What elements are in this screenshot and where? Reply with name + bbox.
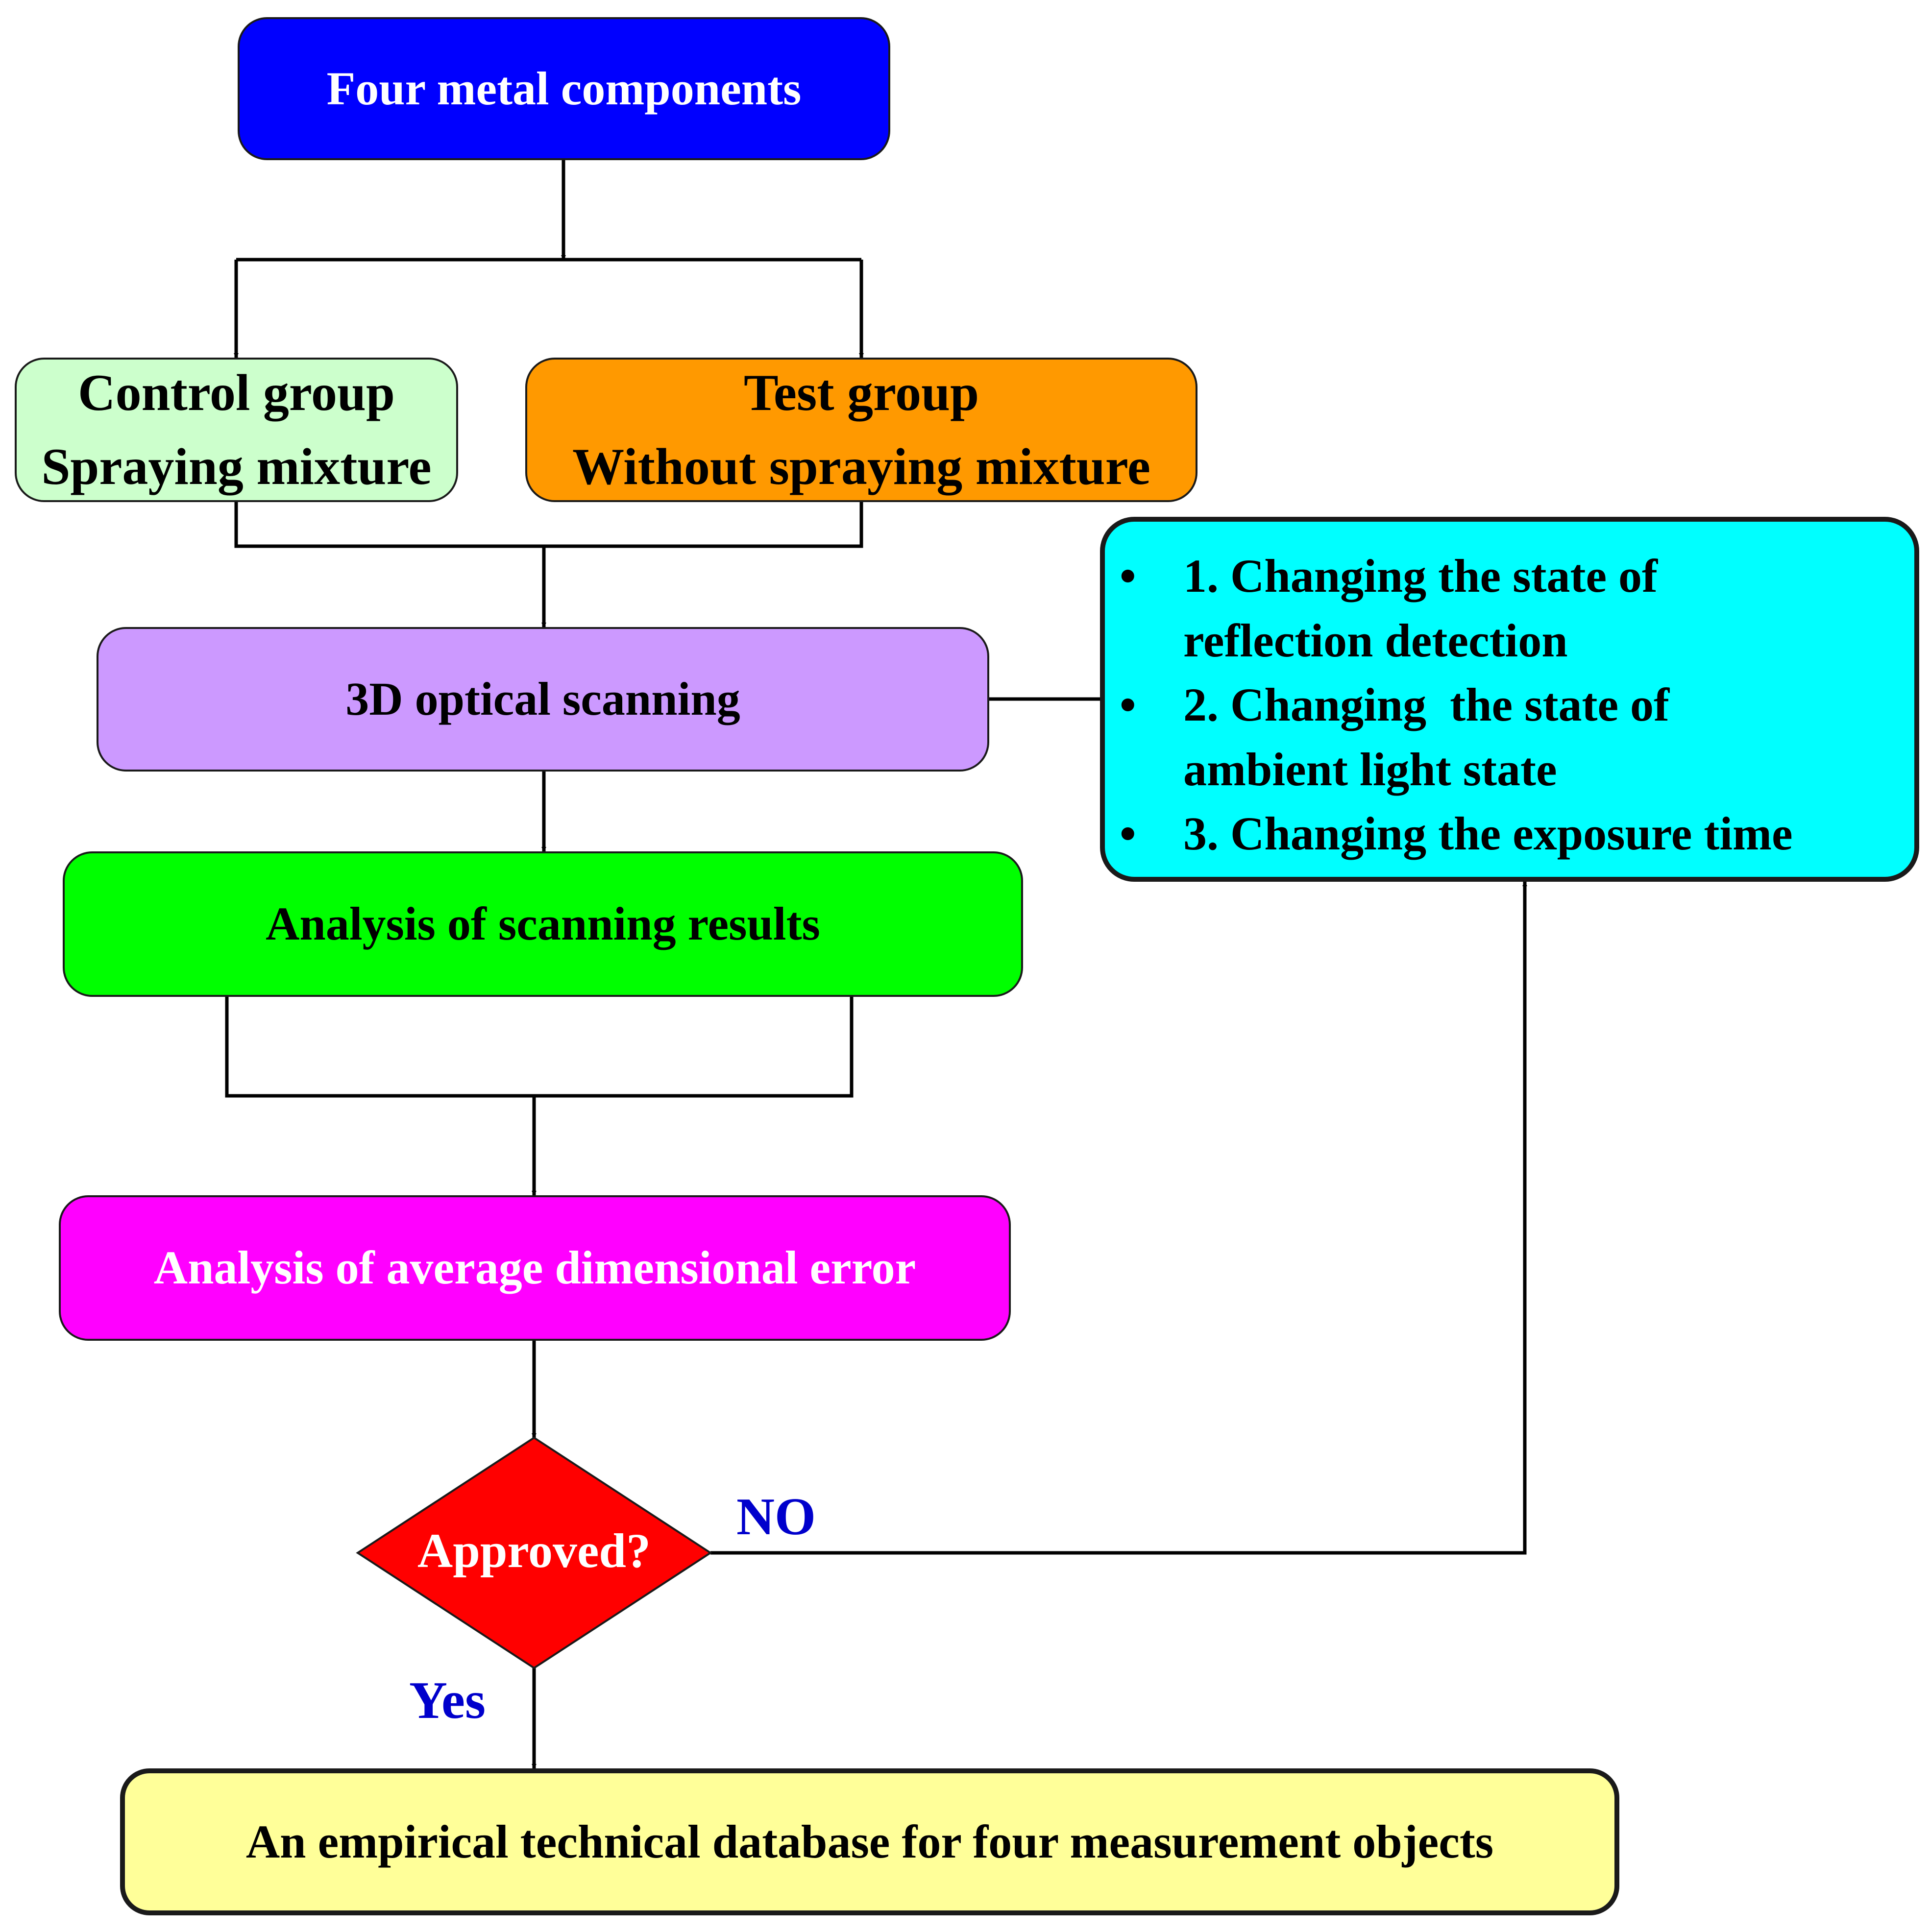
scanning-results-analysis-label: Analysis of scanning results	[266, 897, 820, 950]
change-item-text: 2. Changing the state of	[1183, 678, 1670, 731]
yes-edge-label: Yes	[409, 1671, 486, 1730]
four-metal-components-label: Four metal components	[326, 62, 802, 115]
change-item-text: 3. Changing the exposure time	[1183, 807, 1793, 860]
test-group-node: Test group Without spraying mixture	[525, 358, 1197, 502]
condition-changes-node: • 1. Changing the state of reflection de…	[1100, 517, 1919, 882]
empirical-database-label: An empirical technical database for four…	[245, 1815, 1494, 1868]
change-item-text-continued: ambient light state	[1183, 743, 1557, 796]
condition-changes-list: • 1. Changing the state of reflection de…	[1105, 522, 1793, 866]
control-group-node: Control group Spraying mixture	[15, 358, 458, 502]
scanning-results-analysis-node: Analysis of scanning results	[63, 851, 1023, 997]
bullet-icon: •	[1120, 550, 1136, 602]
approved-decision-label: Approved?	[417, 1523, 651, 1578]
test-group-subtitle: Without spraying mixture	[572, 437, 1150, 495]
change-item-text: 1. Changing the state of	[1183, 550, 1658, 602]
no-edge-label: NO	[736, 1488, 816, 1546]
test-group-title: Test group	[743, 363, 979, 421]
empirical-database-node: An empirical technical database for four…	[120, 1768, 1619, 1915]
arrow-no-to-changes	[710, 881, 1527, 1555]
bullet-icon: •	[1120, 807, 1136, 860]
dimensional-error-analysis-node: Analysis of average dimensional error	[59, 1195, 1011, 1341]
change-item-text-continued: reflection detection	[1183, 614, 1568, 667]
analysis-bracket	[225, 997, 854, 1098]
decision-diamond	[356, 1436, 712, 1669]
control-group-subtitle: Spraying mixture	[41, 437, 432, 495]
four-metal-components-node: Four metal components	[238, 17, 890, 160]
bullet-icon: •	[1120, 678, 1136, 731]
change-item-reflection: • 1. Changing the state of reflection de…	[1120, 544, 1793, 673]
optical-scanning-node: 3D optical scanning	[97, 627, 989, 772]
merge-groups-connector	[234, 502, 863, 548]
change-item-ambient-light: • 2. Changing the state of ambient light…	[1120, 673, 1793, 801]
optical-scanning-label: 3D optical scanning	[345, 673, 740, 725]
control-group-title: Control group	[78, 363, 395, 421]
change-item-exposure-time: • 3. Changing the exposure time	[1120, 801, 1793, 866]
dimensional-error-analysis-label: Analysis of average dimensional error	[153, 1241, 916, 1294]
